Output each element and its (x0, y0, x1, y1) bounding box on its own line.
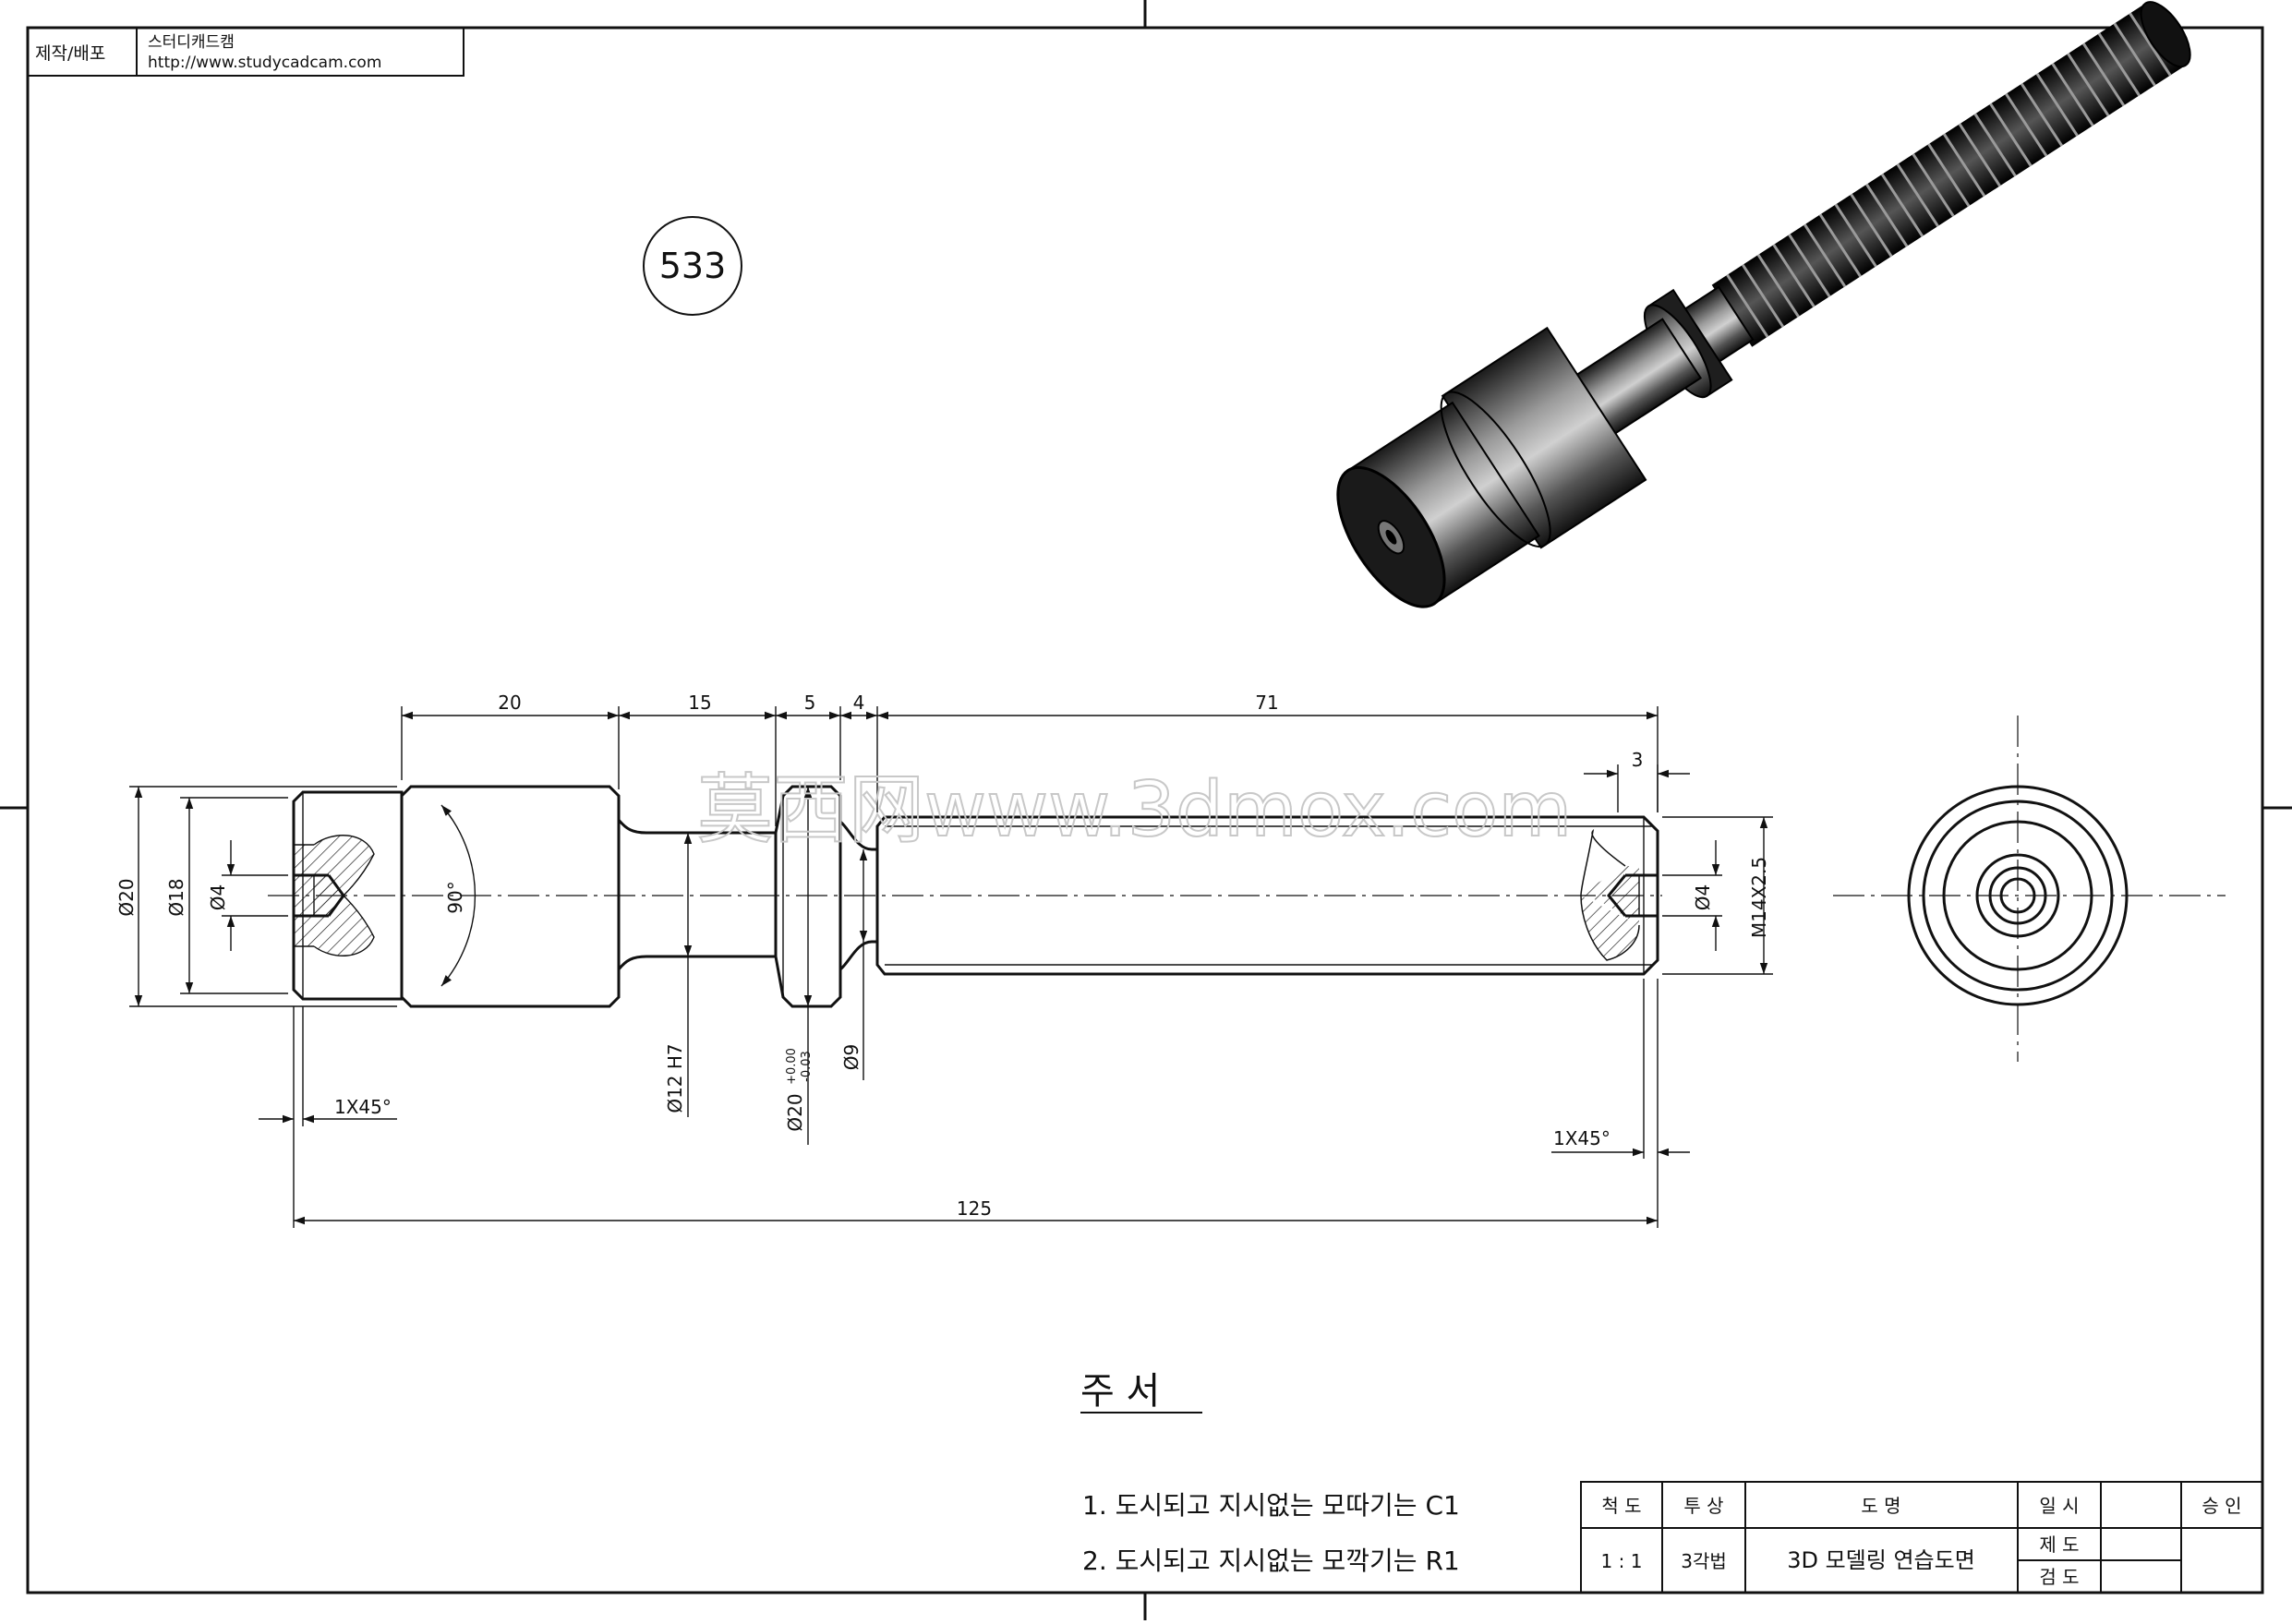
drawing-number: 533 (659, 246, 727, 286)
tb-scale-header: 척 도 (1601, 1495, 1641, 1517)
dim-thread: M14X2.5 (1748, 857, 1770, 938)
header-company: 스터디캐드캠 (148, 33, 235, 52)
dimension-texts: 20 15 5 4 71 3 125 1X45° 1X45° Ø20 Ø18 Ø… (115, 692, 1770, 1220)
header-box: 제작/배포 스터디캐드캠 http://www.studycadcam.com (27, 27, 464, 77)
dim-tol-lower: -0.03 (800, 1051, 814, 1082)
notes-title: 주 서 (1080, 1370, 1160, 1413)
tb-projection-value: 3각법 (1681, 1550, 1727, 1572)
dim-15: 15 (688, 692, 711, 714)
dimension-lines (129, 706, 1773, 1228)
dim-3: 3 (1632, 749, 1644, 771)
tb-drawn-label: 제 도 (2039, 1534, 2079, 1556)
watermark: 莫西网www.3dmox.com (697, 766, 1572, 854)
dim-4: 4 (853, 692, 865, 714)
tb-name-header: 도 명 (1861, 1495, 1900, 1517)
note-line-2: 2. 도시되고 지시없는 모깍기는 R1 (1082, 1546, 1460, 1576)
note-line-1: 1. 도시되고 지시없는 모따기는 C1 (1082, 1490, 1460, 1521)
dim-dia4-left: Ø4 (207, 884, 229, 910)
dim-5: 5 (804, 692, 816, 714)
tb-approval-header: 승 인 (2202, 1495, 2241, 1517)
dim-dia20: Ø20 (115, 878, 138, 916)
dim-dia9: Ø9 (840, 1044, 863, 1070)
tb-projection-header: 투 상 (1683, 1495, 1723, 1517)
dim-71: 71 (1255, 692, 1278, 714)
dim-20: 20 (498, 692, 521, 714)
dim-dia12: Ø12 H7 (664, 1043, 686, 1113)
drawing-number-balloon: 533 (643, 216, 742, 316)
tb-date-header: 일 시 (2039, 1495, 2079, 1517)
tb-checked-label: 검 도 (2039, 1566, 2079, 1588)
tb-scale-value: 1 : 1 (1601, 1550, 1643, 1572)
header-label: 제작/배포 (35, 43, 105, 64)
dim-dia20-tol: Ø20 (784, 1093, 806, 1131)
dim-125: 125 (957, 1197, 992, 1220)
notes: 주 서 1. 도시되고 지시없는 모따기는 C1 2. 도시되고 지시없는 모깍… (1080, 1370, 1460, 1576)
side-view (1907, 785, 2129, 1006)
header-url: http://www.studycadcam.com (148, 54, 381, 72)
dim-dia18: Ø18 (165, 878, 187, 916)
part-3d-render (1336, 1, 2191, 608)
dim-chamfer-left: 1X45° (334, 1096, 392, 1118)
dim-angle-90: 90° (444, 881, 466, 913)
dim-chamfer-right: 1X45° (1553, 1127, 1610, 1149)
title-block: 척 도 투 상 도 명 일 시 승 인 1 : 1 3각법 3D 모델링 연습도… (1580, 1481, 2263, 1594)
front-view (292, 785, 1659, 1008)
tb-drawing-name: 3D 모델링 연습도면 (1787, 1547, 1975, 1573)
dim-dia4-right: Ø4 (1692, 884, 1714, 910)
dim-tol-upper: +0.00 (785, 1048, 799, 1085)
